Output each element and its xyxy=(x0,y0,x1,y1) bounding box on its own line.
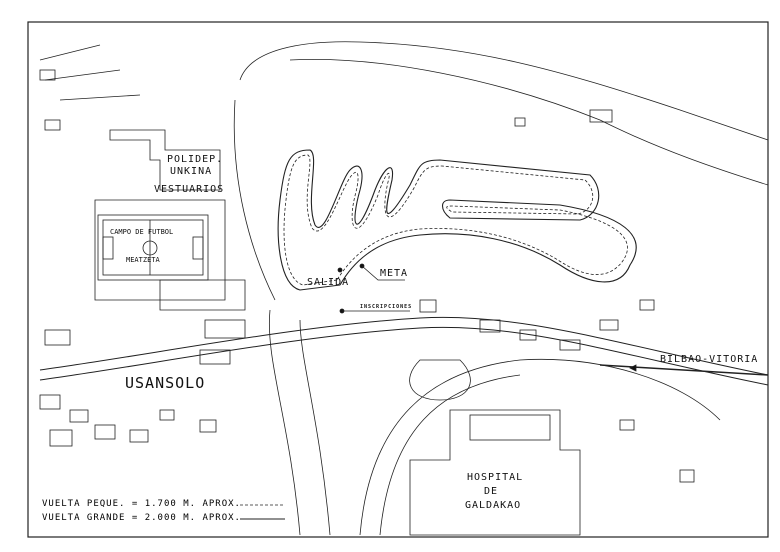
river xyxy=(239,41,769,536)
label-galdakao: GALDAKAO xyxy=(465,500,522,511)
legend-grande: VUELTA GRANDE = 2.000 M. APROX. xyxy=(42,513,241,523)
label-bilbao-vitoria: BILBAO-VITORIA xyxy=(660,354,759,365)
hospital-building xyxy=(409,409,581,536)
label-hospital-de: DE xyxy=(484,486,499,497)
label-salida: SALIDA xyxy=(307,277,350,288)
main-road xyxy=(39,316,769,386)
buildings xyxy=(39,69,695,483)
route-peque xyxy=(283,154,628,286)
label-hospital: HOSPITAL xyxy=(467,472,524,483)
label-campo-de-futbol: CAMPO DE FUTBOL xyxy=(110,228,174,236)
polideportivo-building xyxy=(109,129,221,191)
route-grande xyxy=(277,149,637,291)
label-unkina: UNKINA xyxy=(170,166,213,177)
football-field xyxy=(97,214,209,281)
label-usansolo: USANSOLO xyxy=(125,374,206,392)
label-inscripciones: INSCRIPCIONES xyxy=(360,304,413,310)
map-border xyxy=(27,21,769,538)
label-vestuarios: VESTUARIOS xyxy=(154,184,225,195)
legend-peque: VUELTA PEQUE. = 1.700 M. APROX. xyxy=(42,499,241,509)
label-meta: META xyxy=(380,268,409,279)
label-meatzeta: MEATZETA xyxy=(126,256,160,264)
hospital-road xyxy=(359,358,721,536)
salida-marker xyxy=(337,267,343,273)
label-polideportivo: POLIDEP. xyxy=(167,154,224,165)
